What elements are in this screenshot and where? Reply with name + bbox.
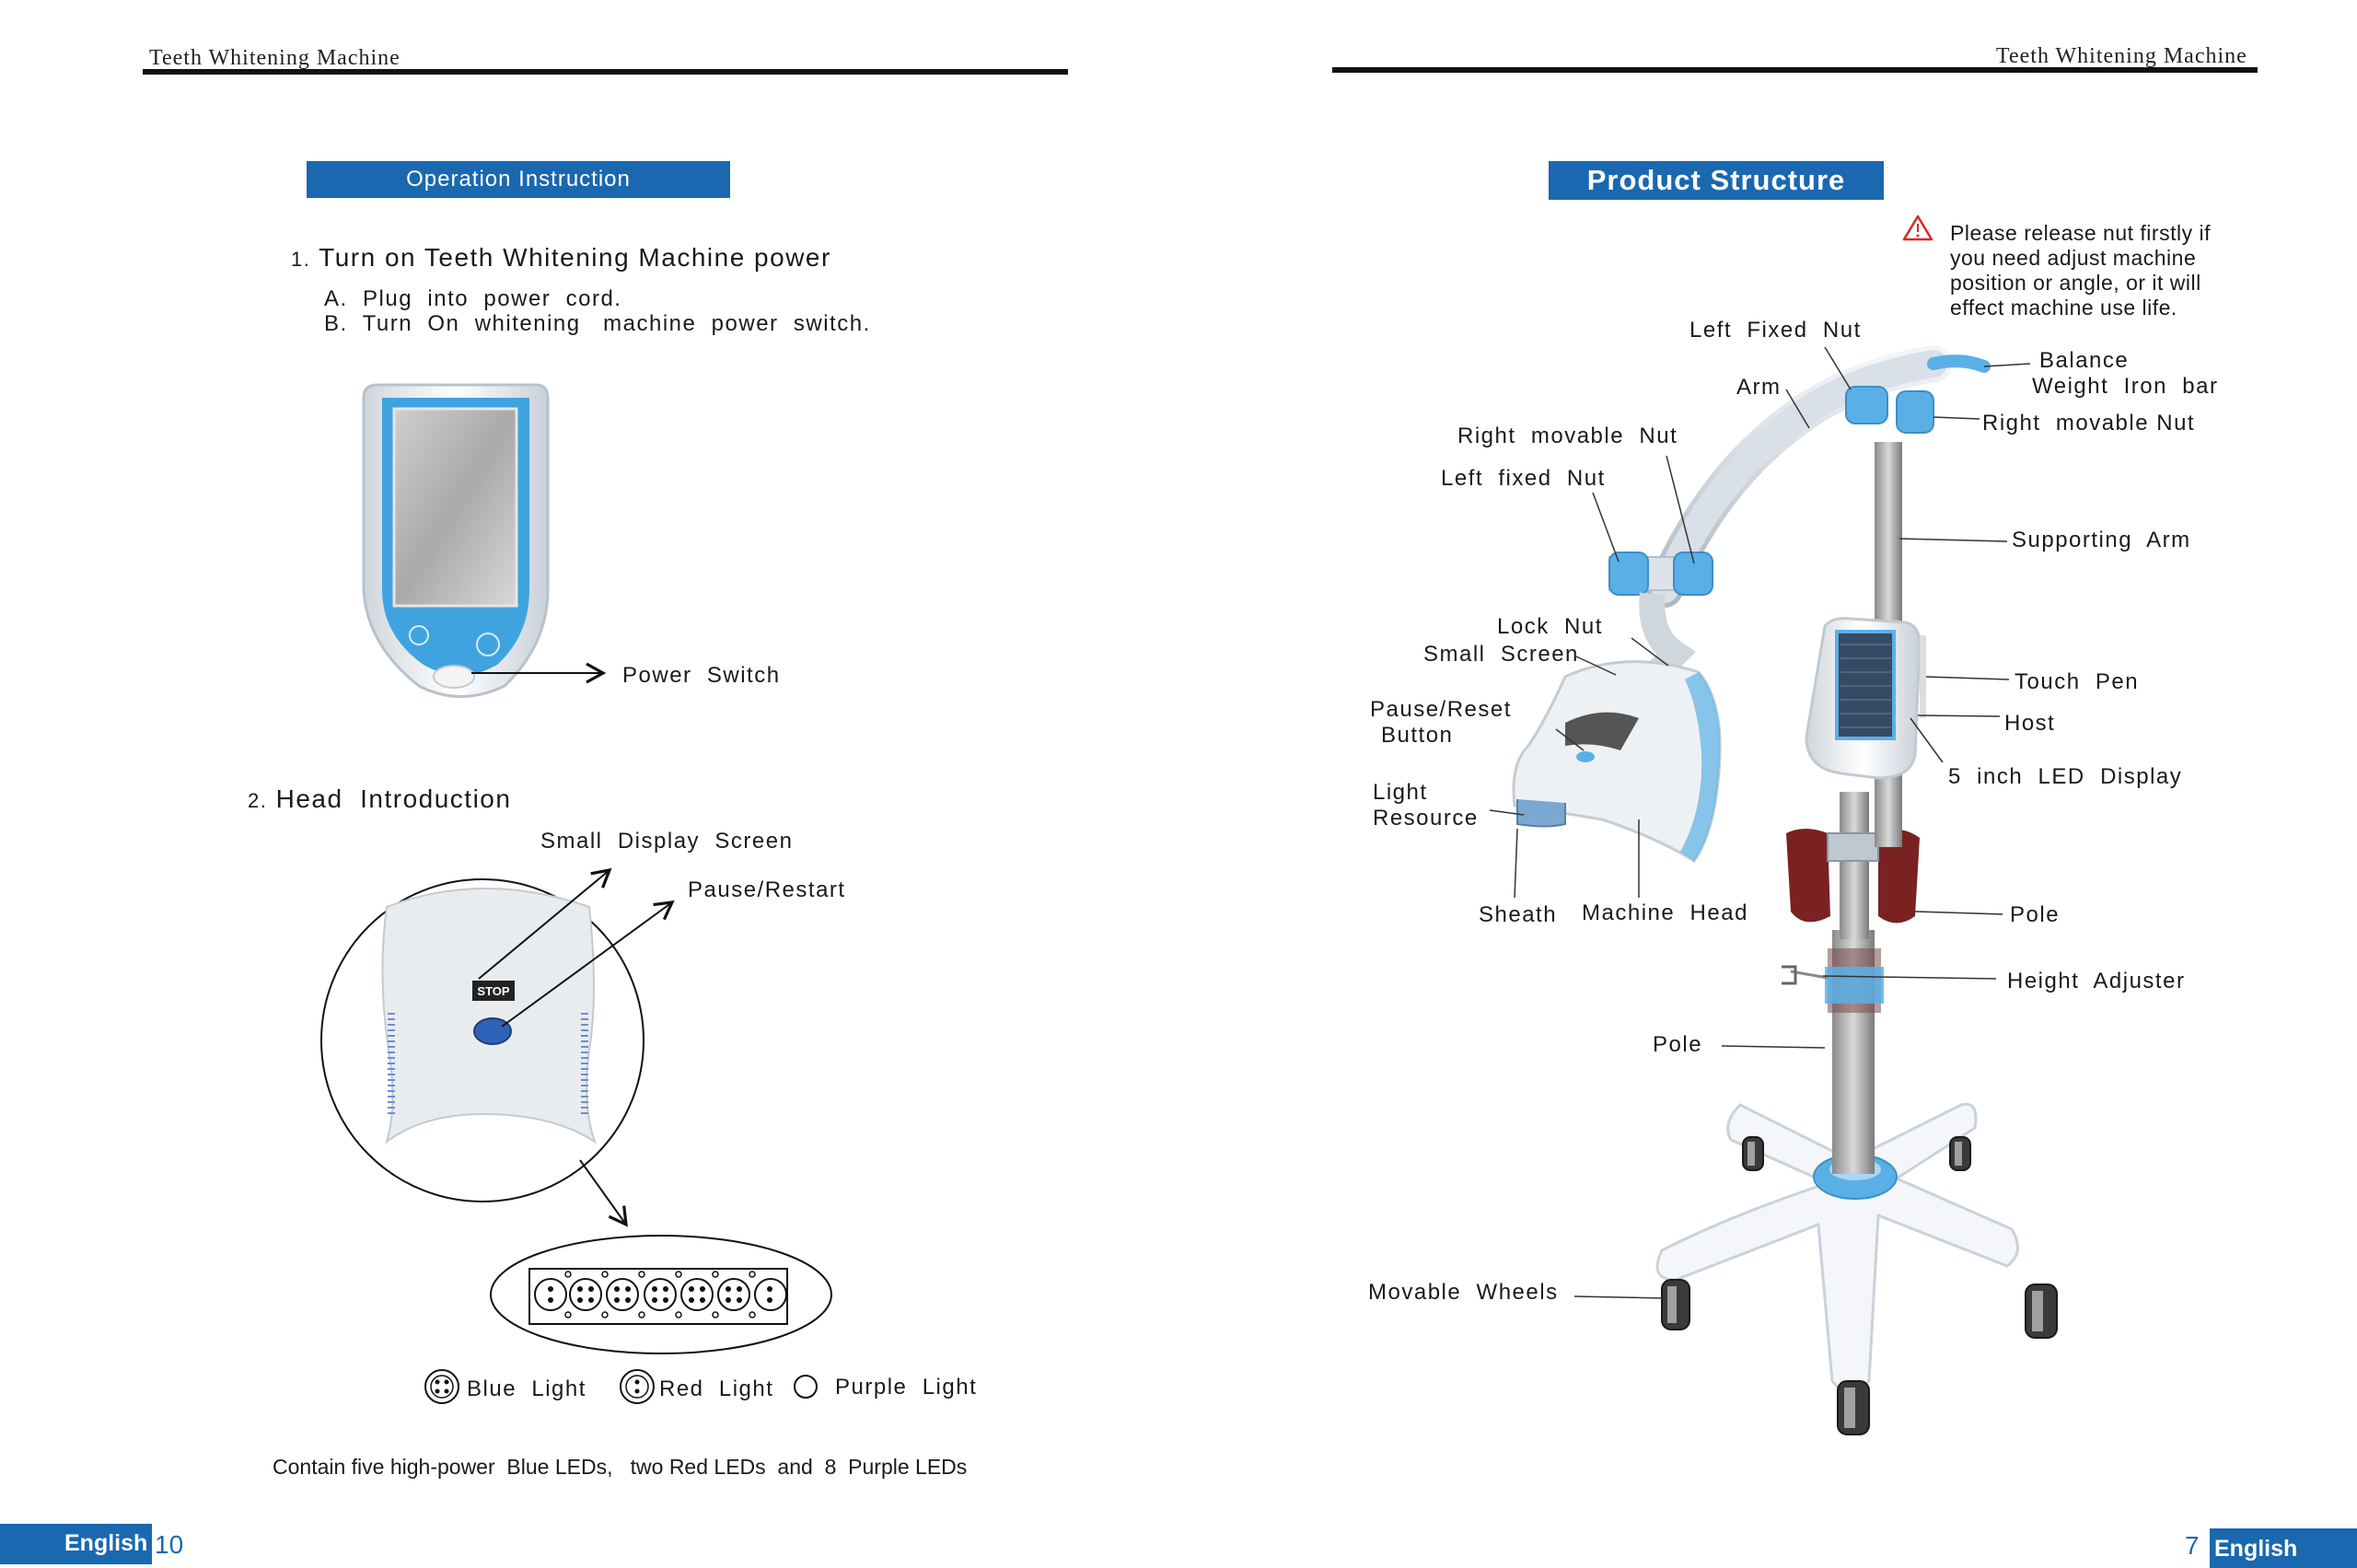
- power-switch-label: Power Switch: [622, 663, 781, 688]
- step1-heading: 1. Turn on Teeth Whitening Machine power: [291, 243, 831, 273]
- led-footnote: Contain five high-power Blue LEDs, two R…: [273, 1455, 968, 1479]
- purple-light-icon: [794, 1375, 818, 1399]
- right-footer-lang: English: [2214, 1536, 2298, 1562]
- label-machine-head: Machine Head: [1582, 900, 1748, 925]
- step2-title: Head Introduction: [275, 784, 512, 813]
- label-light-resource: Light Resource: [1373, 780, 1479, 830]
- label-host: Host: [2004, 711, 2056, 736]
- label-pole-right: Pole: [2010, 902, 2061, 927]
- right-header: Teeth Whitening Machine: [1996, 44, 2247, 68]
- legend-blue-light: Blue Light: [467, 1376, 586, 1401]
- step2-number: 2.: [248, 789, 268, 812]
- label-movable-wheels: Movable Wheels: [1368, 1280, 1559, 1305]
- right-header-rule: [1332, 67, 2258, 73]
- step1-b: B. Turn On whitening machine power switc…: [324, 311, 871, 336]
- label-small-screen: Small Screen: [1423, 642, 1579, 667]
- warning-icon: [1902, 215, 1933, 241]
- left-footer-lang: English: [64, 1530, 148, 1556]
- left-page-number: 10: [155, 1530, 184, 1559]
- right-page-number: 7: [2185, 1531, 2200, 1560]
- legend-purple-light: Purple Light: [835, 1375, 978, 1400]
- label-right-movable-nut-right: Right movable Nut: [1982, 411, 2196, 436]
- label-5-inch-led-display: 5 inch LED Display: [1948, 764, 2183, 789]
- left-header: Teeth Whitening Machine: [149, 46, 401, 70]
- stop-label: STOP: [477, 984, 509, 998]
- label-balance-weight: Balance Weight Iron bar: [2032, 348, 2219, 399]
- label-sheath: Sheath: [1479, 902, 1558, 927]
- warning-note: Please release nut firstly if you need a…: [1950, 221, 2211, 319]
- product-structure-title: Product Structure: [1549, 161, 1884, 200]
- legend-red-light: Red Light: [659, 1376, 774, 1401]
- blue-light-icon: [424, 1369, 459, 1404]
- small-display-screen-label: Small Display Screen: [540, 829, 794, 854]
- step1-a: A. Plug into power cord.: [324, 286, 622, 311]
- step1-title: Turn on Teeth Whitening Machine power: [319, 243, 831, 272]
- label-pause-reset-button: Pause/Reset Button: [1370, 697, 1512, 748]
- label-height-adjuster: Height Adjuster: [2007, 969, 2186, 993]
- step2-heading: 2. Head Introduction: [248, 784, 511, 814]
- operation-instruction-title: Operation Instruction: [307, 161, 730, 198]
- label-left-fixed-nut-lower: Left fixed Nut: [1441, 466, 1606, 491]
- left-header-rule: [143, 69, 1068, 75]
- label-pole-left: Pole: [1653, 1032, 1703, 1057]
- label-right-movable-nut-left: Right movable Nut: [1457, 424, 1678, 448]
- label-arm: Arm: [1736, 375, 1782, 400]
- step1-number: 1.: [291, 248, 311, 271]
- label-lock-nut: Lock Nut: [1497, 614, 1603, 639]
- label-left-fixed-nut: Left Fixed Nut: [1689, 318, 1862, 343]
- red-light-icon: [620, 1369, 655, 1404]
- machine-illustration: [1512, 345, 2058, 1435]
- label-supporting-arm: Supporting Arm: [2012, 528, 2191, 552]
- pause-restart-label: Pause/Restart: [688, 877, 846, 902]
- label-touch-pen: Touch Pen: [2014, 669, 2140, 694]
